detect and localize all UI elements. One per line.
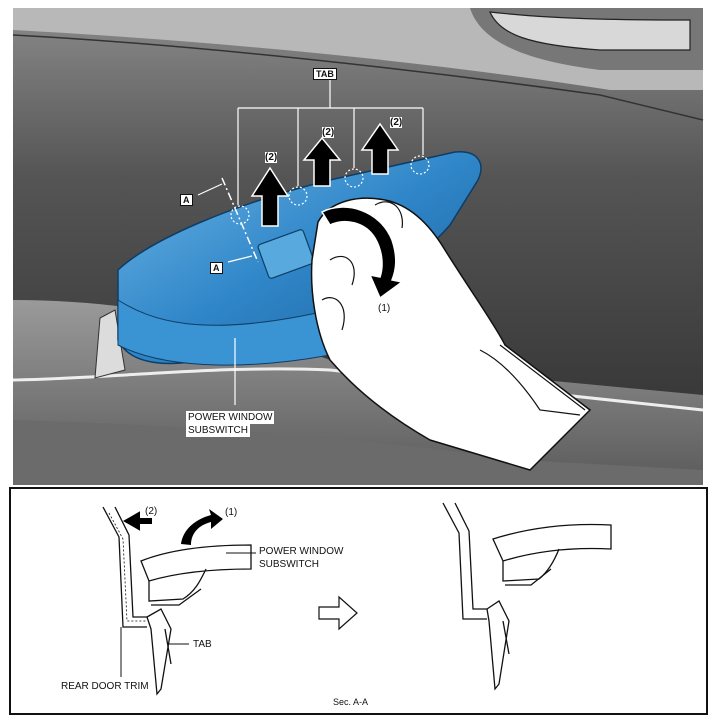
section-marker-upper: A [180,194,193,206]
section-subswitch-label-line2: SUBSWITCH [259,559,319,570]
tab-label: TAB [313,68,337,80]
subswitch-profile-after [486,523,612,691]
armrest-edge [12,367,704,412]
curved-arrow-icon [320,206,404,300]
hand-finger [321,297,345,331]
section-step-1-label: (1) [225,507,238,518]
handle-cut [489,11,691,51]
upper-molding [12,34,704,121]
tab-circle [344,168,364,188]
subswitch-label-line2: SUBSWITCH [186,424,250,437]
arrow-up-icon [250,166,290,227]
section-marker-lower: A [210,262,223,274]
step-1-label: (1) [378,303,391,314]
door-trim-illustration [12,8,704,485]
subswitch-profile-before [140,544,252,696]
tab-circle [230,205,250,225]
tab-circle [410,155,430,175]
section-subswitch-label-line1: POWER WINDOW [259,546,344,557]
section-arrow [227,255,253,263]
right-arrow-icon [318,595,358,631]
section-tab-label: TAB [193,639,212,650]
curved-arrow-icon [181,509,223,545]
step-2-label-b: (2) [322,127,335,138]
arrow-up-icon [360,122,400,175]
trim-profile-before [102,506,147,628]
hand-finger [329,255,355,286]
step-2-label-a: (2) [265,152,278,163]
hand-illustration [310,197,592,471]
wrist-line [499,344,586,411]
section-caption: Sec. A-A [333,697,369,707]
arrow-left-icon [122,511,152,531]
trim-profile-after [442,502,487,620]
window-switch-button [257,229,315,279]
section-arrow [197,183,223,196]
tab-bracket [237,80,424,205]
rear-door-trim-label: REAR DOOR TRIM [61,681,149,692]
section-view-drawing [102,502,612,696]
hand-finger [374,201,403,229]
section-line [221,177,259,263]
tab-circle [288,186,308,206]
section-step-2-label: (2) [145,506,158,517]
step-2-label-c: (2) [390,117,403,128]
section-view-panel: (2) (1) POWER WINDOW SUBSWITCH TAB REAR … [9,487,708,715]
cuff [479,349,581,416]
subswitch-label-line1: POWER WINDOW [186,411,275,424]
arrow-up-icon [302,136,342,187]
